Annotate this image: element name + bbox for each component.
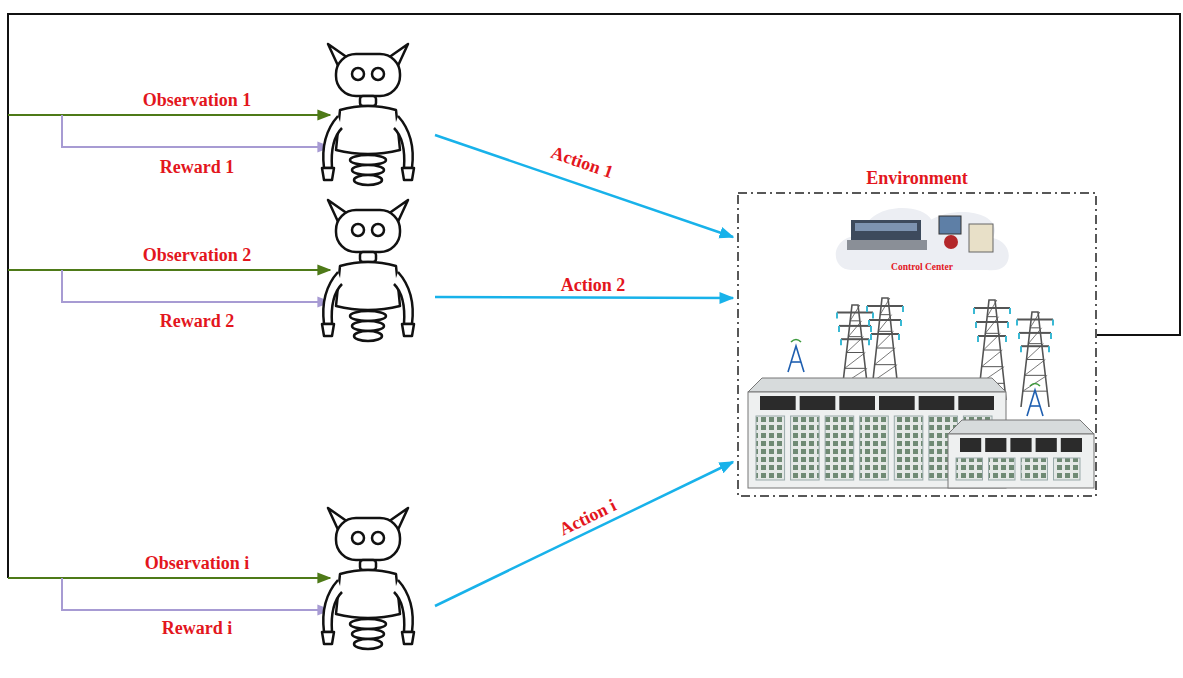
reward-arrow [62,578,330,610]
environment-box: Control CenterEnvironment [737,192,1097,497]
observation-label: Observation 1 [143,91,252,111]
observation-arrow [8,577,330,579]
antenna [788,340,804,373]
antenna [1027,384,1043,417]
control-center-cloud: Control Center [829,202,1015,282]
environment-heading: Environment [862,168,972,189]
observation-arrow [8,114,330,116]
feedback-wire [8,14,1180,578]
reward-arrow [62,115,330,147]
reward-label: Reward i [162,619,233,639]
reward-label: Reward 1 [160,158,235,178]
observation-label: Observation i [145,554,250,574]
observation-label: Observation 2 [143,246,252,266]
action-label: Action i [556,496,619,540]
reward-arrow [62,270,330,302]
observation-arrow [8,269,330,271]
transmission-tower [1017,312,1053,407]
action-arrow [435,462,733,606]
reward-label: Reward 2 [160,312,235,332]
action-label: Action 2 [561,276,626,296]
agent-robot [322,508,414,649]
agent-robot [322,200,414,341]
control-center-label: Control Center [887,262,957,272]
agent-robot [322,44,414,185]
action-arrow [435,135,733,237]
action-arrow [435,297,733,298]
data-center-building [948,420,1094,488]
